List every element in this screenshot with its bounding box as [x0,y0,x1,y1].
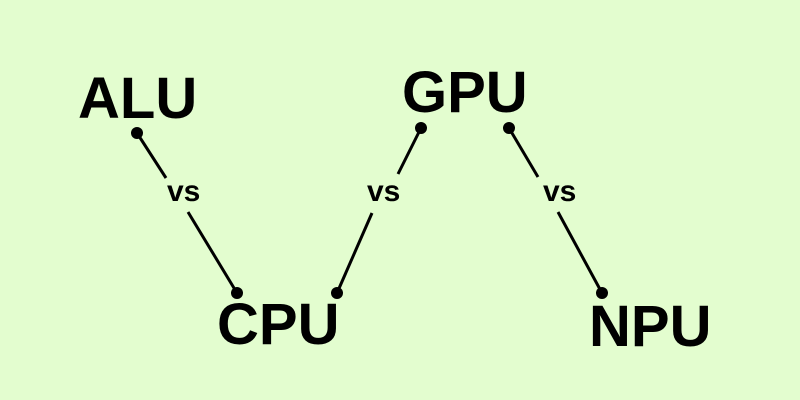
endpoint-dot [503,122,515,134]
line-segment [135,132,168,179]
connector-cpu-gpu [331,122,427,299]
line-segment [335,212,374,294]
connector-alu-cpu [131,127,243,299]
vs-label-gpu-npu: vs [543,175,577,208]
endpoint-dot [331,287,343,299]
endpoint-dot [231,287,243,299]
term-gpu: GPU [402,60,528,125]
vs-label-alu-cpu: vs [167,175,201,208]
term-npu: NPU [589,294,712,359]
endpoint-dot [415,122,427,134]
endpoint-dot [131,127,143,139]
term-alu: ALU [78,66,198,131]
connector-gpu-npu [503,122,608,299]
vs-label-cpu-gpu: vs [367,175,401,208]
line-segment [507,127,540,178]
line-segment [186,211,239,294]
term-cpu: CPU [217,292,340,357]
line-segment [396,127,423,175]
endpoint-dot [596,287,608,299]
line-segment [556,211,604,294]
